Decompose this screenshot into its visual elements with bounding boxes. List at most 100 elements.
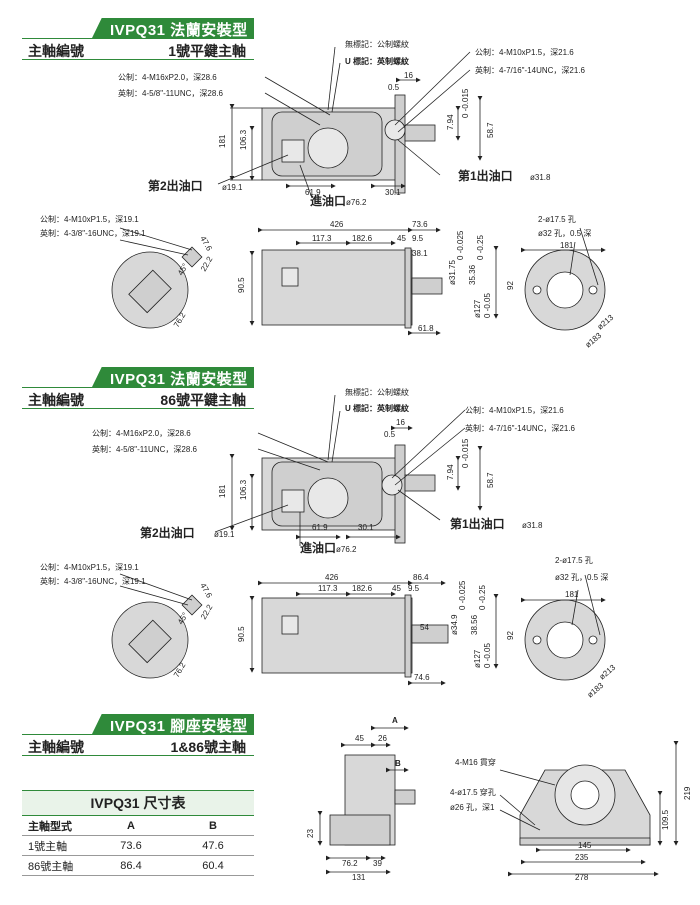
- svg-text:23: 23: [306, 829, 315, 838]
- svg-text:235: 235: [575, 853, 589, 862]
- pump-end-view-small-2: [111, 573, 203, 679]
- svg-text:38.1: 38.1: [412, 249, 428, 258]
- svg-text:181: 181: [218, 134, 227, 148]
- pump-side-view-1: [249, 227, 499, 336]
- svg-text:英制：4-5/8"-11UNC，深28.6: 英制：4-5/8"-11UNC，深28.6: [92, 444, 197, 454]
- svg-text:進油口: 進油口: [310, 193, 346, 208]
- svg-text:0 -0.25: 0 -0.25: [478, 585, 487, 610]
- svg-text:7.94: 7.94: [446, 464, 455, 480]
- svg-text:45: 45: [392, 584, 401, 593]
- svg-text:0 -0.015: 0 -0.015: [461, 88, 470, 118]
- svg-text:ø19.1: ø19.1: [222, 183, 243, 192]
- svg-text:ø213: ø213: [598, 663, 618, 682]
- svg-text:ø76.2: ø76.2: [336, 545, 357, 554]
- pump-side-view-2: [249, 580, 499, 686]
- svg-text:ø183: ø183: [586, 681, 606, 700]
- svg-text:58.7: 58.7: [486, 122, 495, 138]
- svg-text:0 -0.25: 0 -0.25: [476, 235, 485, 260]
- svg-text:182.6: 182.6: [352, 234, 373, 243]
- svg-text:61.8: 61.8: [418, 324, 434, 333]
- svg-text:39: 39: [373, 859, 382, 868]
- section-title-bar: IVPQ31 法蘭安裝型: [92, 367, 254, 387]
- svg-text:ø31.75: ø31.75: [448, 260, 457, 285]
- svg-text:ø32 孔，0.5 深: ø32 孔，0.5 深: [538, 229, 591, 238]
- shaft-code-label: 主軸編號: [28, 739, 84, 755]
- table-cell: 73.6: [90, 835, 172, 856]
- svg-text:ø31.8: ø31.8: [522, 521, 543, 530]
- svg-text:公制：4-M10xP1.5，深21.6: 公制：4-M10xP1.5，深21.6: [475, 47, 574, 57]
- svg-text:38.56: 38.56: [470, 614, 479, 635]
- shaft-code-value: 1號平鍵主軸: [168, 43, 246, 59]
- flange-view-2: [521, 574, 606, 681]
- svg-text:26: 26: [378, 734, 387, 743]
- svg-text:ø26 孔，深1: ø26 孔，深1: [450, 803, 495, 812]
- svg-text:ø19.1: ø19.1: [214, 530, 235, 539]
- svg-text:109.5: 109.5: [661, 809, 670, 830]
- svg-text:第1出油口: 第1出油口: [458, 168, 513, 183]
- svg-text:86.4: 86.4: [413, 573, 429, 582]
- svg-text:9.5: 9.5: [408, 584, 420, 593]
- table-row: 1號主軸 73.6 47.6: [22, 835, 254, 856]
- table-header-cell: A: [90, 815, 172, 836]
- shaft-code-value: 1&86號主軸: [170, 739, 246, 755]
- svg-text:U 標記：英制螺紋: U 標記：英制螺紋: [345, 403, 409, 413]
- flange-view-1: [521, 227, 606, 331]
- svg-text:0 -0.025: 0 -0.025: [458, 580, 467, 610]
- svg-text:219: 219: [683, 786, 692, 800]
- svg-text:英制：4-7/16"-14UNC，深21.6: 英制：4-7/16"-14UNC，深21.6: [475, 65, 586, 75]
- svg-text:30.1: 30.1: [358, 523, 374, 532]
- svg-text:47.6: 47.6: [198, 235, 214, 253]
- dimension-table: IVPQ31 尺寸表 主軸型式 A B 1號主軸 73.6 47.6 86號主軸…: [22, 790, 254, 876]
- svg-text:35.36: 35.36: [468, 264, 477, 285]
- svg-text:47.6: 47.6: [198, 582, 214, 600]
- svg-text:ø127: ø127: [473, 649, 482, 668]
- table-header-row: 主軸型式 A B: [22, 815, 254, 836]
- section-header-1: IVPQ31 法蘭安裝型 主軸編號 1號平鍵主軸: [22, 18, 254, 60]
- svg-text:2-ø17.5 孔: 2-ø17.5 孔: [555, 556, 593, 565]
- shaft-code-label: 主軸編號: [28, 43, 84, 59]
- svg-text:ø32 孔，0.5 深: ø32 孔，0.5 深: [555, 573, 608, 582]
- svg-text:進油口: 進油口: [300, 540, 336, 555]
- foot-front-view: [499, 741, 679, 877]
- pump-end-view-small-1: [111, 227, 203, 329]
- svg-text:ø34.9: ø34.9: [450, 614, 459, 635]
- svg-text:第2出油口: 第2出油口: [140, 525, 195, 540]
- svg-text:61.9: 61.9: [305, 188, 321, 197]
- svg-text:公制：4-M16xP2.0，深28.6: 公制：4-M16xP2.0，深28.6: [92, 428, 191, 438]
- svg-text:278: 278: [575, 873, 589, 882]
- svg-text:74.6: 74.6: [414, 673, 430, 682]
- svg-text:第2出油口: 第2出油口: [148, 178, 203, 193]
- svg-text:54: 54: [420, 623, 429, 632]
- shaft-code-label: 主軸編號: [28, 392, 84, 408]
- svg-text:0.5: 0.5: [388, 83, 400, 92]
- svg-text:公制：4-M10xP1.5，深19.1: 公制：4-M10xP1.5，深19.1: [40, 214, 139, 224]
- svg-text:2-ø17.5 孔: 2-ø17.5 孔: [538, 215, 576, 224]
- svg-text:182.6: 182.6: [352, 584, 373, 593]
- svg-text:145: 145: [578, 841, 592, 850]
- svg-text:ø213: ø213: [596, 313, 616, 332]
- svg-text:92: 92: [506, 631, 515, 640]
- svg-text:181: 181: [560, 241, 574, 250]
- table-cell: 60.4: [172, 855, 254, 876]
- svg-text:117.3: 117.3: [312, 234, 332, 243]
- svg-text:16: 16: [396, 418, 405, 427]
- svg-text:公制：4-M10xP1.5，深19.1: 公制：4-M10xP1.5，深19.1: [40, 562, 139, 572]
- svg-text:0.5: 0.5: [384, 430, 396, 439]
- svg-text:0 -0.05: 0 -0.05: [483, 293, 492, 318]
- svg-text:58.7: 58.7: [486, 472, 495, 488]
- svg-text:76.2: 76.2: [342, 859, 358, 868]
- svg-text:73.6: 73.6: [412, 220, 428, 229]
- svg-text:426: 426: [330, 220, 344, 229]
- svg-text:106.3: 106.3: [239, 479, 248, 500]
- svg-text:106.3: 106.3: [239, 129, 248, 150]
- svg-text:45°: 45°: [176, 611, 190, 626]
- svg-text:16: 16: [404, 71, 413, 80]
- svg-text:0 -0.015: 0 -0.015: [461, 438, 470, 468]
- svg-text:B: B: [395, 759, 401, 768]
- svg-text:4-M16 貫穿: 4-M16 貫穿: [455, 757, 496, 767]
- section-title-bar: IVPQ31 法蘭安裝型: [92, 18, 254, 38]
- svg-text:ø76.2: ø76.2: [346, 198, 367, 207]
- svg-text:61.9: 61.9: [312, 523, 328, 532]
